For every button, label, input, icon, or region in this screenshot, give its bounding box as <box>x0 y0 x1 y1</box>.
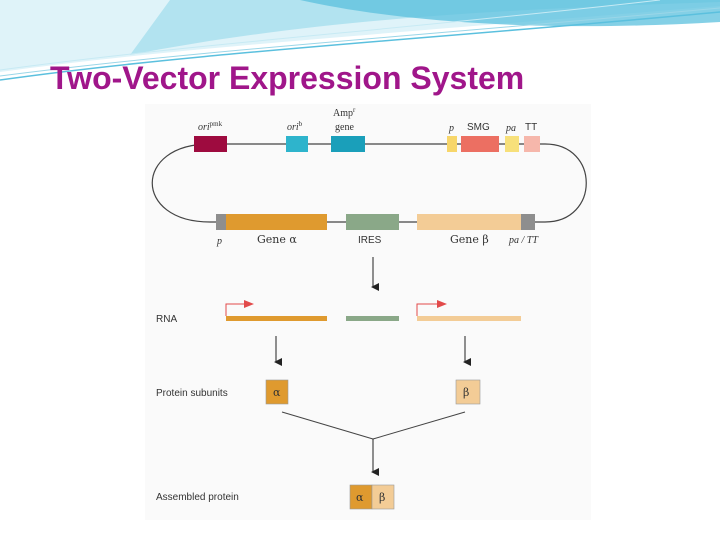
smg-segment <box>461 136 499 152</box>
smg-label: SMG <box>467 122 490 133</box>
ires-segment <box>346 214 399 230</box>
ori-b-segment <box>286 136 308 152</box>
pa-tt-bottom <box>521 214 535 230</box>
promoter-p-bottom <box>216 214 226 230</box>
pa-segment <box>505 136 519 152</box>
assembly-line-alpha <box>281 411 374 440</box>
protein-subunits-label: Protein subunits <box>156 388 228 399</box>
subunit-alpha-box <box>265 379 289 405</box>
tt-top-label: TT <box>525 122 537 133</box>
tt-segment <box>524 136 540 152</box>
amp-gene-segment <box>331 136 365 152</box>
p-bottom-label: p <box>216 236 222 247</box>
assembled-beta-box <box>371 484 395 510</box>
gene-alpha-segment <box>226 214 327 230</box>
assembled-beta-symbol: β <box>379 491 385 504</box>
pa-tt-bottom-label: pa / TT <box>508 235 539 246</box>
assembled-alpha-symbol: α <box>356 491 364 504</box>
amp-gene-label: gene <box>335 122 354 133</box>
subunit-beta-box <box>455 379 481 405</box>
assembled-protein-label: Assembled protein <box>156 492 239 503</box>
subunit-alpha-symbol: α <box>273 386 281 399</box>
promoter-p-segment <box>447 136 457 152</box>
rna-ires <box>346 316 399 321</box>
rna-gene-beta <box>417 316 521 321</box>
amp-label: Ampr <box>333 106 356 119</box>
rna-label: RNA <box>156 314 177 325</box>
ires-label: IRES <box>358 235 382 246</box>
pa-top-label: pa <box>505 123 516 134</box>
gene-alpha-label: Gene α <box>257 233 297 246</box>
subunit-beta-symbol: β <box>463 386 469 399</box>
rna-start-arrow-1 <box>225 300 254 316</box>
ori-pmk-label: oripmk <box>198 120 223 133</box>
two-vector-diagram: oripmk orib Ampr gene p SMG pa TT p Gene… <box>145 104 591 520</box>
ori-pmk-segment <box>194 136 227 152</box>
p-top-label: p <box>448 123 454 134</box>
rna-start-arrow-2 <box>416 300 447 316</box>
gene-beta-label: Gene β <box>450 233 489 246</box>
assembly-line-beta <box>372 411 466 440</box>
ori-b-label: orib <box>287 120 303 133</box>
plasmid-backbone <box>151 143 587 223</box>
gene-beta-segment <box>417 214 521 230</box>
slide-title: Two-Vector Expression System <box>50 60 525 96</box>
title-swoosh-decoration <box>0 0 720 81</box>
rna-gene-alpha <box>226 316 327 321</box>
